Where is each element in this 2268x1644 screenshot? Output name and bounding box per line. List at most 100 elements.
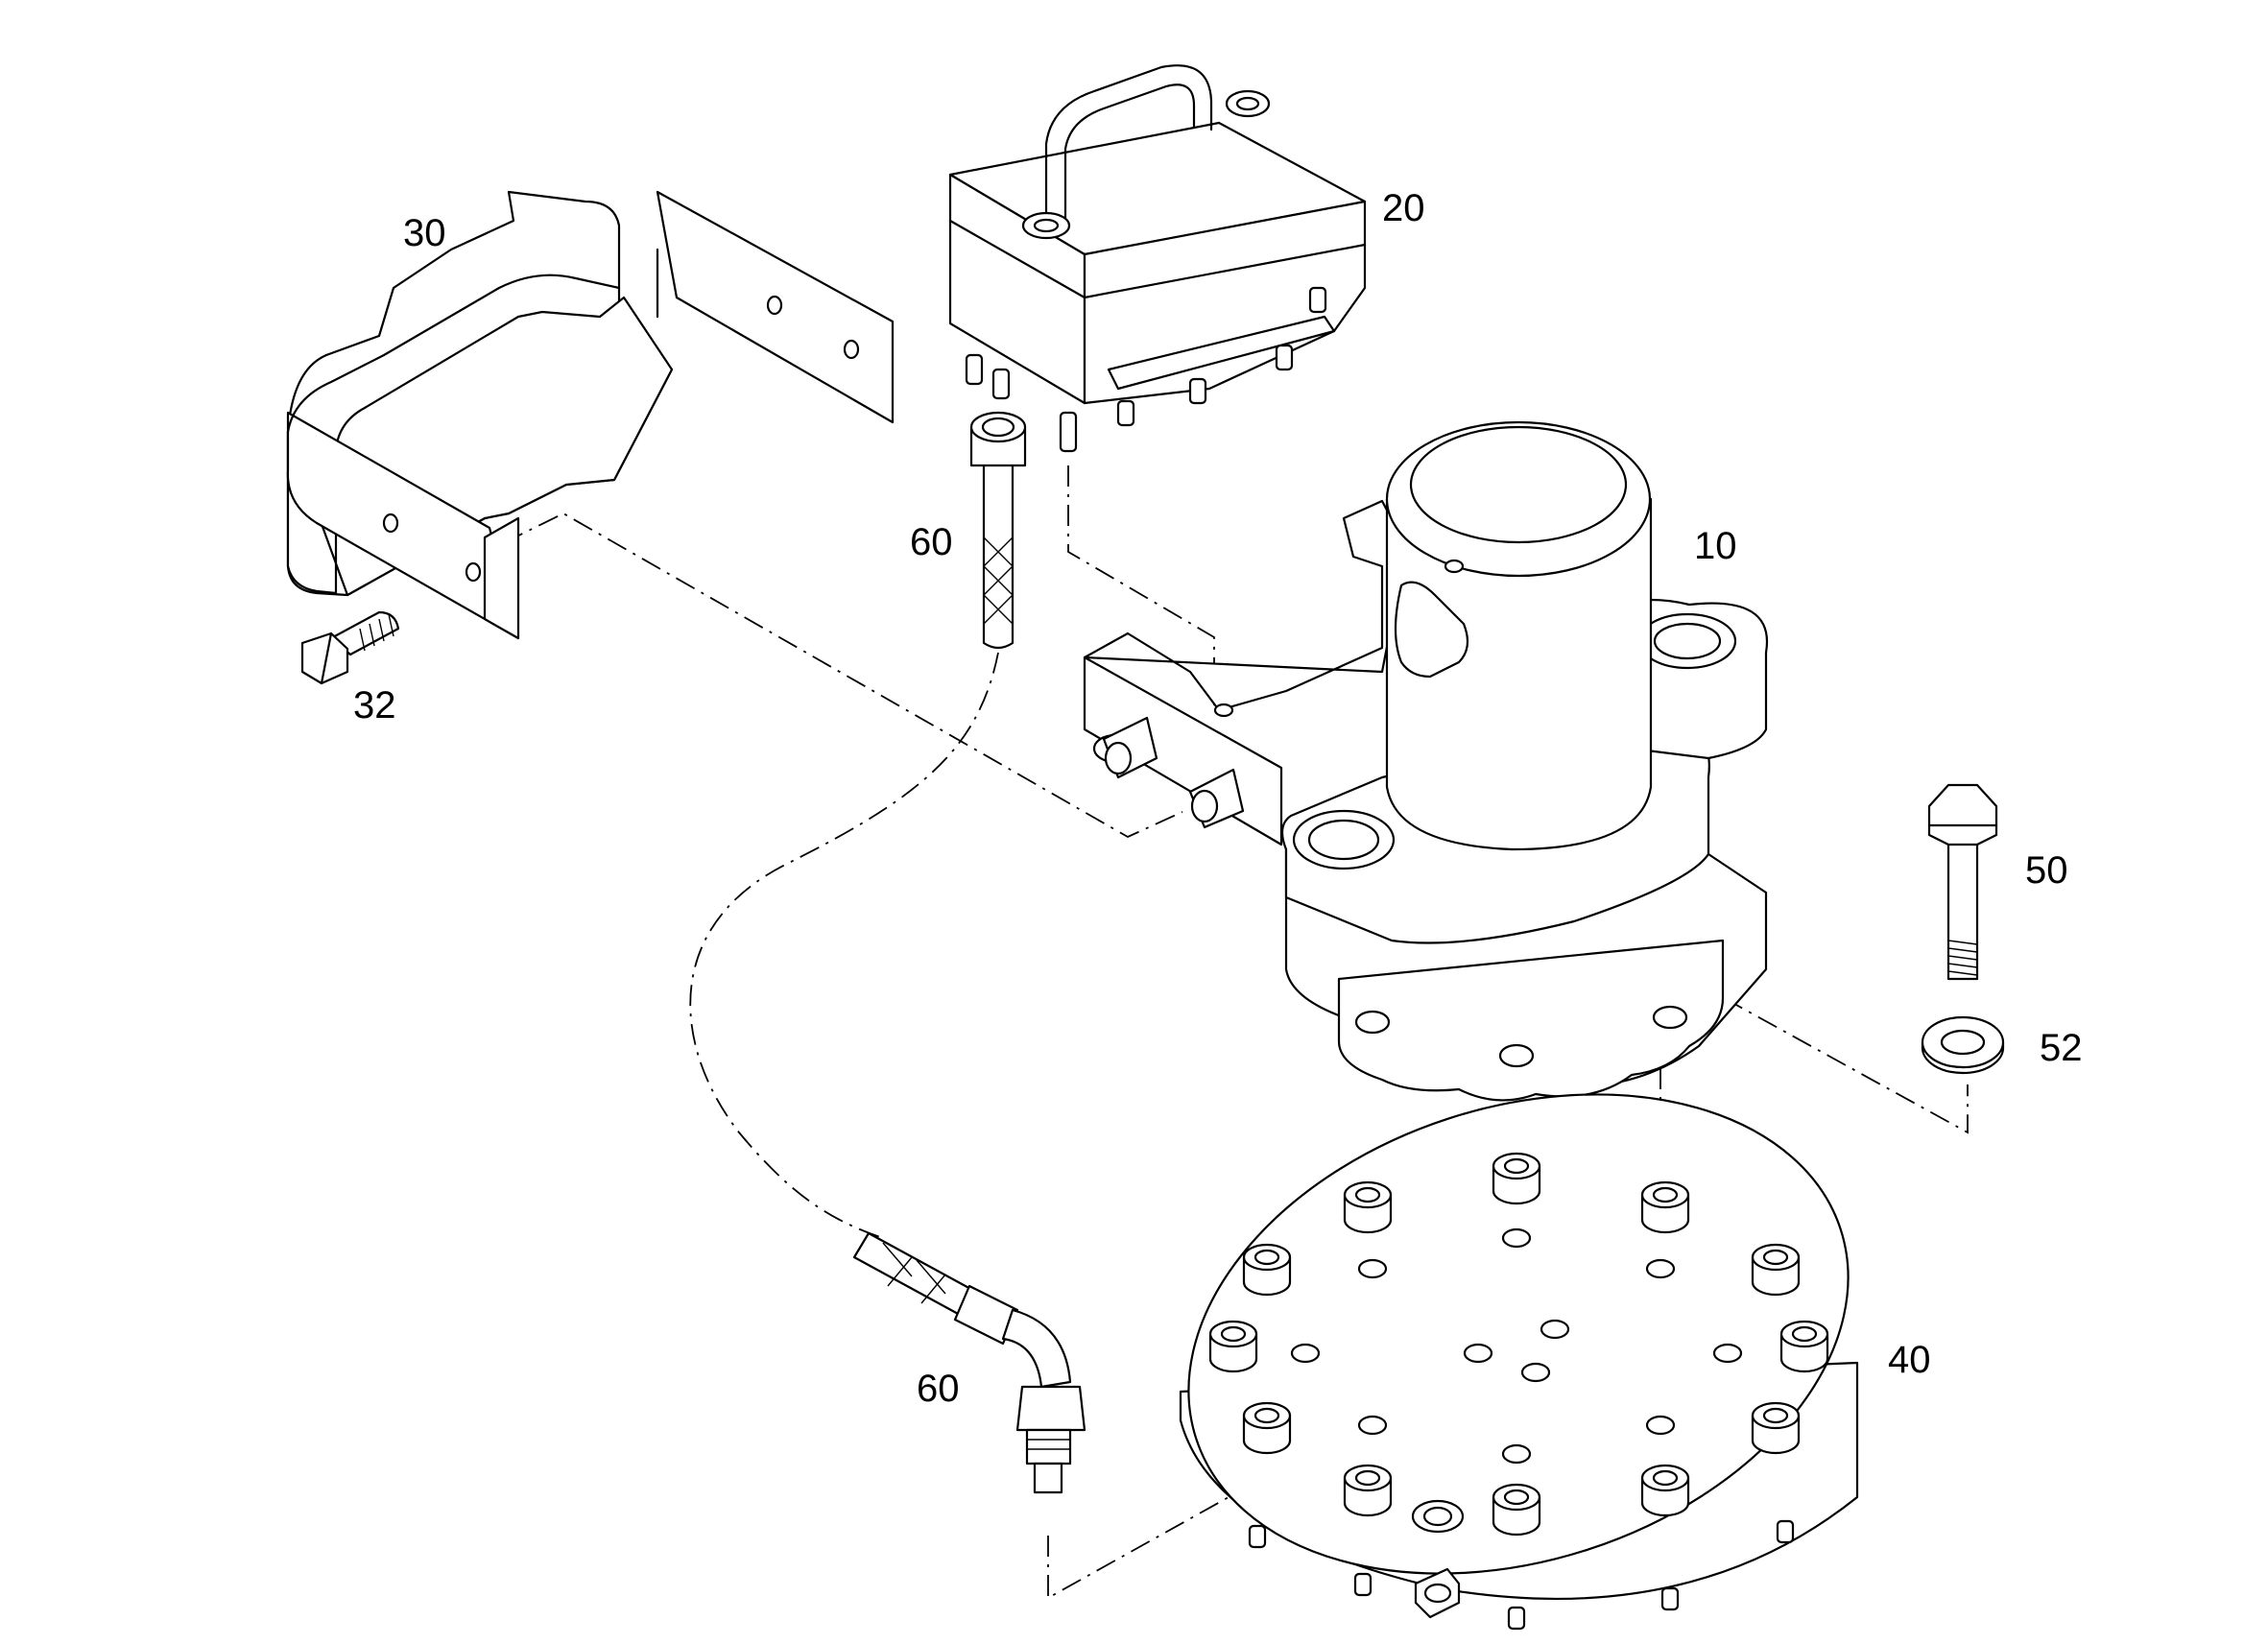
bracket-hole bbox=[382, 512, 399, 534]
hose-60-top bbox=[969, 411, 1027, 650]
bolt-50 bbox=[1927, 783, 1998, 981]
plate-hole bbox=[1463, 1343, 1493, 1364]
hose-60-bottom-thread bbox=[1027, 1439, 1070, 1450]
label-40: 40 bbox=[1888, 1339, 1931, 1381]
bracket-left-tab bbox=[286, 411, 520, 640]
valve-block-pin bbox=[1308, 286, 1327, 314]
cap-screw-head bbox=[1751, 1243, 1801, 1297]
hose-60-bottom bbox=[852, 1231, 1086, 1494]
valve-body-port-hole bbox=[1190, 789, 1219, 823]
valve-block-seam bbox=[1083, 243, 1367, 299]
centerline-bracket-to-valve bbox=[432, 512, 1183, 839]
valve-body-small-hole bbox=[1444, 559, 1465, 574]
cap-screw-head bbox=[1751, 1401, 1801, 1455]
valve-body-10 bbox=[1083, 420, 1769, 1102]
valve-block-20 bbox=[948, 64, 1367, 453]
plate-hole bbox=[1501, 1443, 1532, 1465]
base-plate-screws bbox=[1208, 1152, 1829, 1537]
plate-hole bbox=[1712, 1343, 1743, 1364]
plate-hole bbox=[1357, 1258, 1388, 1279]
valve-body-cylinder bbox=[1385, 497, 1653, 851]
label-60-top: 60 bbox=[910, 521, 953, 563]
base-plate-side-plug-socket bbox=[1423, 1583, 1452, 1604]
plate-hole bbox=[1520, 1362, 1551, 1383]
valve-block-pin bbox=[1275, 344, 1294, 371]
valve-block-pin bbox=[1188, 377, 1207, 405]
hose-60-bottom-braid bbox=[882, 1242, 946, 1304]
label-20: 20 bbox=[1382, 187, 1425, 229]
label-60-bottom: 60 bbox=[917, 1368, 960, 1410]
valve-body-flange-hole bbox=[1354, 1010, 1391, 1035]
valve-block-bottom-plate bbox=[1107, 315, 1336, 391]
bracket-hole bbox=[465, 561, 482, 583]
bracket-hole bbox=[766, 295, 783, 316]
plate-stud bbox=[1507, 1606, 1526, 1631]
plate-hole bbox=[1645, 1258, 1676, 1279]
washer-52 bbox=[1921, 1015, 2005, 1075]
hose-60-bottom-ferrule bbox=[953, 1284, 1019, 1346]
bracket-hole bbox=[843, 339, 860, 360]
cap-screw-head bbox=[1242, 1243, 1292, 1297]
plate-hole bbox=[1290, 1343, 1321, 1364]
base-plate-holes bbox=[1290, 1227, 1743, 1465]
cap-screw-head bbox=[1242, 1401, 1292, 1455]
hose-60-bottom-elbow bbox=[1001, 1308, 1072, 1389]
cap-screw-head bbox=[1640, 1464, 1690, 1517]
callout-labels: 30 20 10 60 32 50 52 40 60 bbox=[353, 187, 2083, 1410]
cap-screw-head bbox=[1492, 1152, 1541, 1205]
valve-block-handle-inner bbox=[1063, 83, 1196, 225]
base-plate-40 bbox=[1179, 1093, 1859, 1631]
label-30: 30 bbox=[403, 212, 446, 254]
cap-screw-head bbox=[1208, 1320, 1258, 1373]
bracket-edge bbox=[286, 274, 621, 434]
plate-stud bbox=[1776, 1519, 1795, 1544]
valve-body-cylinder-cap bbox=[1409, 425, 1628, 544]
bolt-50-thread bbox=[1947, 940, 1978, 976]
hose-60-bottom-fitting bbox=[1025, 1428, 1072, 1465]
centerline-hose bbox=[689, 652, 999, 1239]
washer-52-hole bbox=[1940, 1029, 1986, 1056]
base-plate-port-hole bbox=[1422, 1506, 1453, 1527]
cap-screw-head bbox=[1343, 1464, 1393, 1517]
hose-60-top-nut-bore bbox=[981, 417, 1015, 438]
valve-body-port-hole bbox=[1104, 741, 1133, 775]
plate-stud bbox=[1353, 1572, 1373, 1597]
cap-screw-head bbox=[1343, 1180, 1393, 1234]
plate-hole bbox=[1645, 1415, 1676, 1436]
valve-body-side-port bbox=[1394, 581, 1469, 679]
valve-block-handle-outer bbox=[1044, 64, 1213, 223]
plate-hole bbox=[1501, 1227, 1532, 1249]
plate-stud bbox=[1660, 1586, 1680, 1611]
screw-32-thread bbox=[359, 613, 394, 652]
plate-hole bbox=[1357, 1415, 1388, 1436]
label-10: 10 bbox=[1694, 525, 1737, 567]
hose-60-top-tube bbox=[982, 459, 1015, 650]
label-50: 50 bbox=[2025, 849, 2068, 892]
bolt-50-head bbox=[1927, 783, 1998, 846]
valve-body-left-arm bbox=[1083, 499, 1408, 712]
plate-hole bbox=[1540, 1319, 1570, 1340]
screw-32 bbox=[300, 610, 400, 685]
bracket-end-plate bbox=[483, 516, 520, 640]
cap-screw-head bbox=[1779, 1320, 1829, 1373]
valve-block-pin bbox=[991, 368, 1011, 400]
valve-block-seam bbox=[948, 219, 1086, 299]
valve-block-pin bbox=[1059, 411, 1078, 453]
valve-block-pin bbox=[1116, 399, 1135, 427]
valve-body-mounting-bore bbox=[1307, 819, 1380, 861]
label-52: 52 bbox=[2040, 1027, 2083, 1069]
screw-32-shank bbox=[329, 610, 400, 656]
hose-60-top-braid bbox=[983, 536, 1014, 625]
valve-body-pin-hole bbox=[1213, 703, 1234, 718]
centerline-bolt-to-body bbox=[1688, 978, 1969, 1134]
hose-60-bottom-tip bbox=[1033, 1462, 1063, 1494]
valve-block-nut-hole bbox=[1033, 218, 1060, 233]
hose-60-bottom-tube bbox=[852, 1231, 976, 1317]
cap-screw-head bbox=[1492, 1483, 1541, 1537]
hose-60-bottom-nut bbox=[1015, 1385, 1086, 1432]
screw-32-head-edge bbox=[320, 631, 333, 685]
valve-body-base-ring bbox=[1337, 939, 1725, 1102]
cap-screw-head bbox=[1640, 1180, 1690, 1234]
valve-block-pin bbox=[965, 353, 984, 386]
